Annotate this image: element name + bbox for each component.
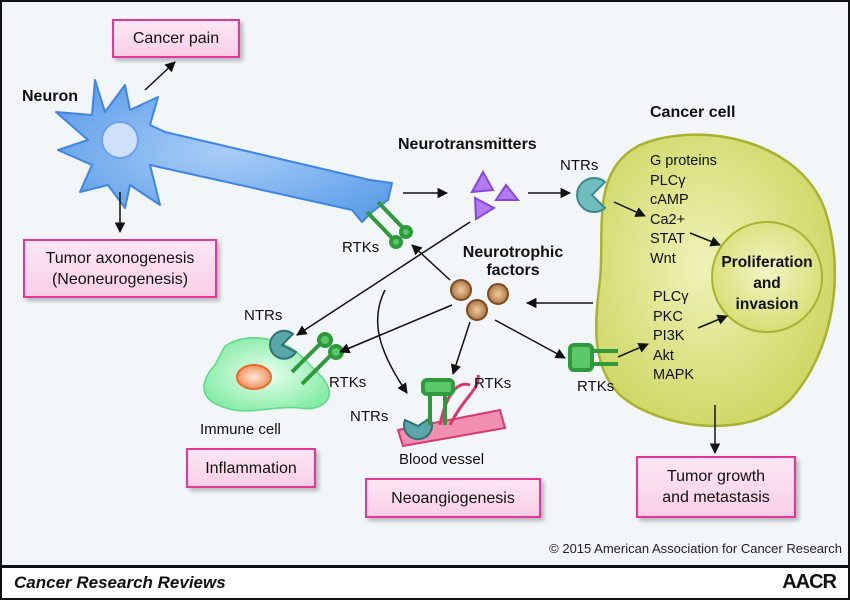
arrow-factors-to-neuron-rtk (411, 244, 451, 281)
ntr-signaling-list: G proteins PLCγ cAMP Ca2+ STAT Wnt (650, 152, 717, 269)
neurotransmitter-triangles (470, 169, 521, 221)
cancer-cell-nucleus (711, 221, 823, 333)
outcome-inflammation: Inflammation (186, 448, 316, 488)
rtk-receptor-neuron (365, 200, 413, 249)
signal-item: PLCγ (650, 172, 686, 189)
cancer-cell-illustration (595, 133, 837, 428)
copyright-notice: © 2015 American Association for Cancer R… (549, 541, 842, 556)
immune-cell-label: Immune cell (200, 421, 281, 438)
tumor-growth-line2: and metastasis (662, 489, 770, 506)
arrow-transmitters-to-immune (296, 221, 471, 336)
rtks-label-vessel: RTKs (474, 375, 512, 392)
nucleus-line1: Proliferation (721, 254, 813, 271)
footer-bar: Cancer Research Reviews AACR (0, 566, 850, 600)
signal-item: cAMP (650, 192, 689, 208)
nucleus-line3: invasion (735, 296, 799, 313)
neurotrophic-line1: Neurotrophic (462, 244, 564, 261)
ntr-receptor-cancer (576, 177, 607, 213)
rtk-signaling-list: PLCγ PKC PI3K Akt MAPK (653, 288, 694, 386)
arrows (114, 61, 728, 455)
arrow-signaling-to-nucleus (689, 232, 721, 247)
tumor-growth-line1: Tumor growth (666, 468, 766, 485)
signal-item: Wnt (650, 250, 676, 267)
ntrs-label-cancer: NTRs (560, 157, 599, 174)
neurotrophic-line2: factors (486, 262, 540, 279)
signal-item: PLCγ (653, 289, 689, 305)
ntr-receptor-immune (269, 329, 298, 360)
outcome-tumor-growth: Tumor growth and metastasis (636, 456, 796, 518)
neuron-label: Neuron (22, 88, 78, 105)
axonogenesis-line2: (Neoneurogenesis) (51, 270, 189, 288)
arrow-factors-to-cancer-rtk (494, 319, 566, 359)
arrow-rtk-signaling-to-nucleus (697, 314, 728, 329)
cancer-cell-label: Cancer cell (650, 104, 736, 121)
signal-item: Akt (653, 347, 674, 364)
neurotrophic-factor-balls (450, 279, 509, 321)
signal-item: PI3K (653, 328, 685, 344)
signal-item: PKC (653, 308, 683, 325)
blood-vessel-illustration (396, 374, 507, 448)
signal-item: G proteins (650, 153, 717, 169)
arrow-curve-to-vessel (376, 289, 408, 394)
rtk-receptor-immune (290, 332, 344, 386)
outcome-cancer-pain: Cancer pain (112, 19, 240, 58)
signal-item: Ca2+ (650, 211, 686, 228)
arrow-factors-to-immune-rtk (339, 304, 453, 354)
rtks-label-cancer: RTKs (577, 378, 615, 395)
neuron-illustration (55, 79, 393, 223)
arrow-neuron-to-pain (144, 61, 176, 91)
nucleus-label: Proliferation and invasion (712, 252, 822, 315)
rtks-label-immune: RTKs (329, 374, 367, 391)
ntr-receptor-vessel (403, 416, 433, 441)
nucleus-line2: and (753, 275, 781, 292)
rtk-receptor-cancer (568, 343, 618, 372)
outcome-axonogenesis: Tumor axonogenesis (Neoneurogenesis) (23, 239, 217, 298)
ntrs-label-immune: NTRs (244, 307, 283, 324)
arrow-rtk-to-signaling (617, 342, 649, 358)
rtks-label-neuron: RTKs (342, 239, 380, 256)
signal-item: STAT (650, 231, 685, 247)
neurotransmitters-label: Neurotransmitters (398, 136, 537, 153)
arrow-factors-to-vessel (450, 321, 471, 375)
outcome-neoangiogenesis: Neoangiogenesis (365, 478, 541, 518)
blood-vessel-label: Blood vessel (399, 451, 485, 468)
neuron-nucleus (101, 121, 139, 159)
axonogenesis-line1: Tumor axonogenesis (45, 249, 195, 267)
neurotrophic-factors-label: Neurotrophic factors (458, 244, 568, 280)
signal-item: MAPK (653, 367, 695, 383)
journal-title: Cancer Research Reviews (14, 573, 226, 592)
arrow-ntr-to-signaling (613, 201, 646, 217)
aacr-logo: AACR (782, 571, 837, 593)
ntrs-label-vessel: NTRs (350, 408, 389, 425)
